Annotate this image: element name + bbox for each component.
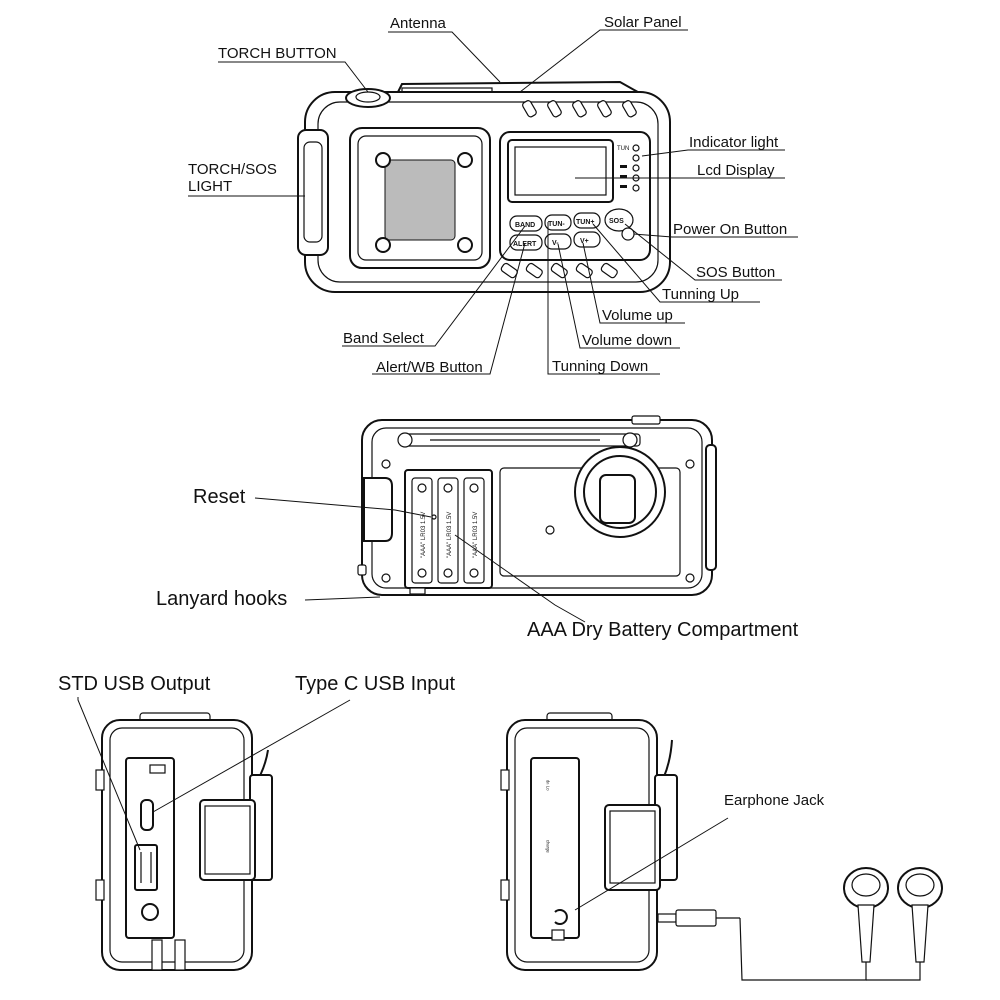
label-tunning-up: Tunning Up xyxy=(662,286,739,303)
earphone-jack-left xyxy=(141,903,159,921)
label-alert-wb-button: Alert/WB Button xyxy=(376,359,483,376)
v-minus-button xyxy=(544,233,572,250)
lanyard-hook xyxy=(363,477,393,542)
torch-button xyxy=(345,88,391,108)
label-torch-sos-light-2: LIGHT xyxy=(188,178,232,195)
screw xyxy=(375,237,391,253)
std-usb-port xyxy=(134,844,158,891)
side-bumper xyxy=(705,444,717,571)
svg-text:BAND: BAND xyxy=(515,222,535,229)
speaker-grille xyxy=(384,159,456,241)
svg-text:"AAA" LR03 1.5V: "AAA" LR03 1.5V xyxy=(473,512,479,558)
svg-text:TUN-: TUN- xyxy=(548,221,565,228)
screw xyxy=(375,152,391,168)
v-plus-button xyxy=(573,231,601,248)
band-button xyxy=(509,215,543,232)
svg-text:V-: V- xyxy=(552,240,559,247)
label-power-on-button: Power On Button xyxy=(673,221,787,238)
screw xyxy=(457,152,473,168)
top-vents xyxy=(522,100,637,118)
label-volume-up: Volume up xyxy=(602,307,673,324)
earphones-icon xyxy=(657,867,943,981)
crank-handle xyxy=(199,799,256,881)
svg-text:TUN+: TUN+ xyxy=(576,219,594,226)
left-side-view xyxy=(77,697,351,971)
crank-handle-right xyxy=(604,804,661,891)
torch-light xyxy=(297,129,329,256)
sos-button xyxy=(604,208,634,232)
label-reset: Reset xyxy=(193,486,246,508)
svg-text:"AAA" LR03 1.5V: "AAA" LR03 1.5V xyxy=(421,512,427,558)
front-view: TUN BAND ALERT TUN- TUN+ V- V+ SOS xyxy=(188,29,798,375)
lcd-display xyxy=(507,139,614,203)
front-leaders xyxy=(188,29,798,375)
reset-hole xyxy=(431,514,437,520)
label-std-usb-output: STD USB Output xyxy=(58,673,211,695)
label-lanyard-hooks: Lanyard hooks xyxy=(156,588,287,610)
right-side-view: ᵈⁿ ᴸᵒ ᶜʰᵃʳᵍᵉ xyxy=(500,712,729,971)
alert-button xyxy=(509,234,543,251)
label-volume-down: Volume down xyxy=(582,332,672,349)
label-torch-button: TORCH BUTTON xyxy=(218,45,337,62)
label-indicator-light: Indicator light xyxy=(689,134,779,151)
label-tunning-down: Tunning Down xyxy=(552,358,648,375)
tun-minus-button xyxy=(544,214,572,231)
label-antenna: Antenna xyxy=(390,15,447,32)
svg-text:V+: V+ xyxy=(580,238,589,245)
back-view: "AAA" LR03 1.5V "AAA" LR03 1.5V "AAA" LR… xyxy=(254,415,717,623)
svg-text:SOS: SOS xyxy=(609,218,624,225)
label-sos-button: SOS Button xyxy=(696,264,775,281)
bottom-vents xyxy=(500,262,618,279)
label-solar-panel: Solar Panel xyxy=(604,14,682,31)
battery-cells: "AAA" LR03 1.5V "AAA" LR03 1.5V "AAA" LR… xyxy=(411,477,485,584)
svg-text:"AAA" LR03 1.5V: "AAA" LR03 1.5V xyxy=(447,512,453,558)
label-aaa-battery-compartment: AAA Dry Battery Compartment xyxy=(527,619,799,641)
earphone-jack xyxy=(554,909,568,925)
svg-text:ᵈⁿ ᴸᵒ: ᵈⁿ ᴸᵒ xyxy=(543,780,550,791)
indicator-tun-text: TUN xyxy=(617,146,629,152)
usb-c-port xyxy=(140,799,154,831)
label-type-c-usb-input: Type C USB Input xyxy=(295,673,456,695)
label-band-select: Band Select xyxy=(343,330,425,347)
svg-text:ᶜʰᵃʳᵍᵉ: ᶜʰᵃʳᵍᵉ xyxy=(543,840,550,853)
label-lcd-display: Lcd Display xyxy=(697,162,775,179)
label-earphone-jack: Earphone Jack xyxy=(724,792,825,809)
label-torch-sos-light-1: TORCH/SOS xyxy=(188,161,277,178)
top-tab xyxy=(631,415,661,425)
screw xyxy=(457,237,473,253)
